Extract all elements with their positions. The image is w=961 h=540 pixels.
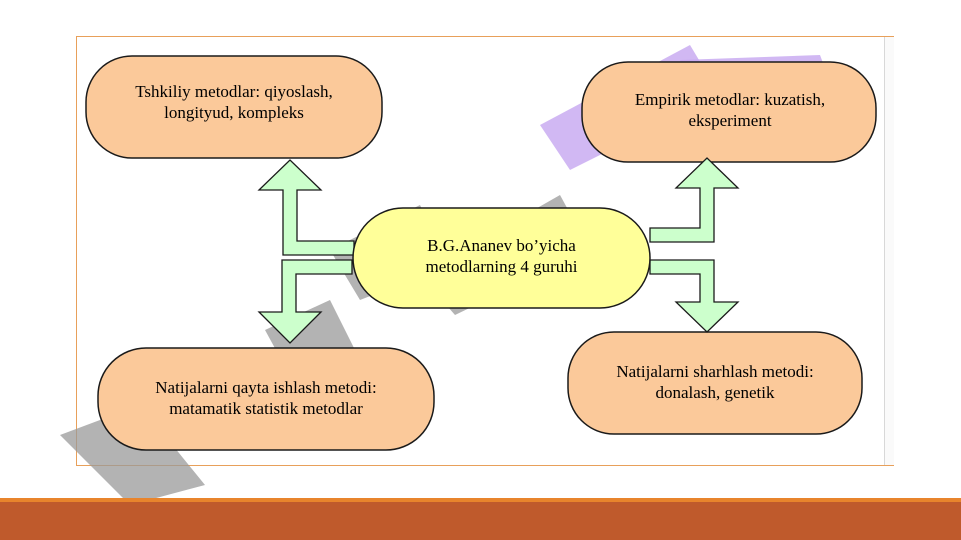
accent-stripe-thin — [0, 498, 961, 502]
box-bottom-left — [97, 347, 435, 451]
box-bottom-right — [567, 331, 863, 435]
bottom-right-label: Natijalarni sharhlash metodi: donalash, … — [616, 362, 814, 402]
box-top-left — [85, 55, 383, 159]
bottom-left-label: Natijalarni qayta ishlash metodi: matama… — [155, 378, 377, 418]
arrow-to-bottom-left — [257, 259, 353, 344]
arrow-to-top-right — [649, 157, 740, 243]
center-label: B.G.Ananev bo’yicha metodlarning 4 guruh… — [425, 236, 578, 276]
top-right-label: Empirik metodlar: kuzatish, eksperiment — [634, 90, 826, 130]
arrow-to-bottom-right — [649, 259, 740, 333]
box-center — [352, 207, 651, 309]
frame-scrollbar — [884, 37, 894, 465]
arrow-to-top-left — [257, 159, 355, 256]
accent-stripe — [0, 502, 961, 540]
top-left-label: Tshkiliy metodlar: qiyoslash, longityud,… — [135, 82, 333, 122]
box-top-right — [581, 61, 877, 163]
